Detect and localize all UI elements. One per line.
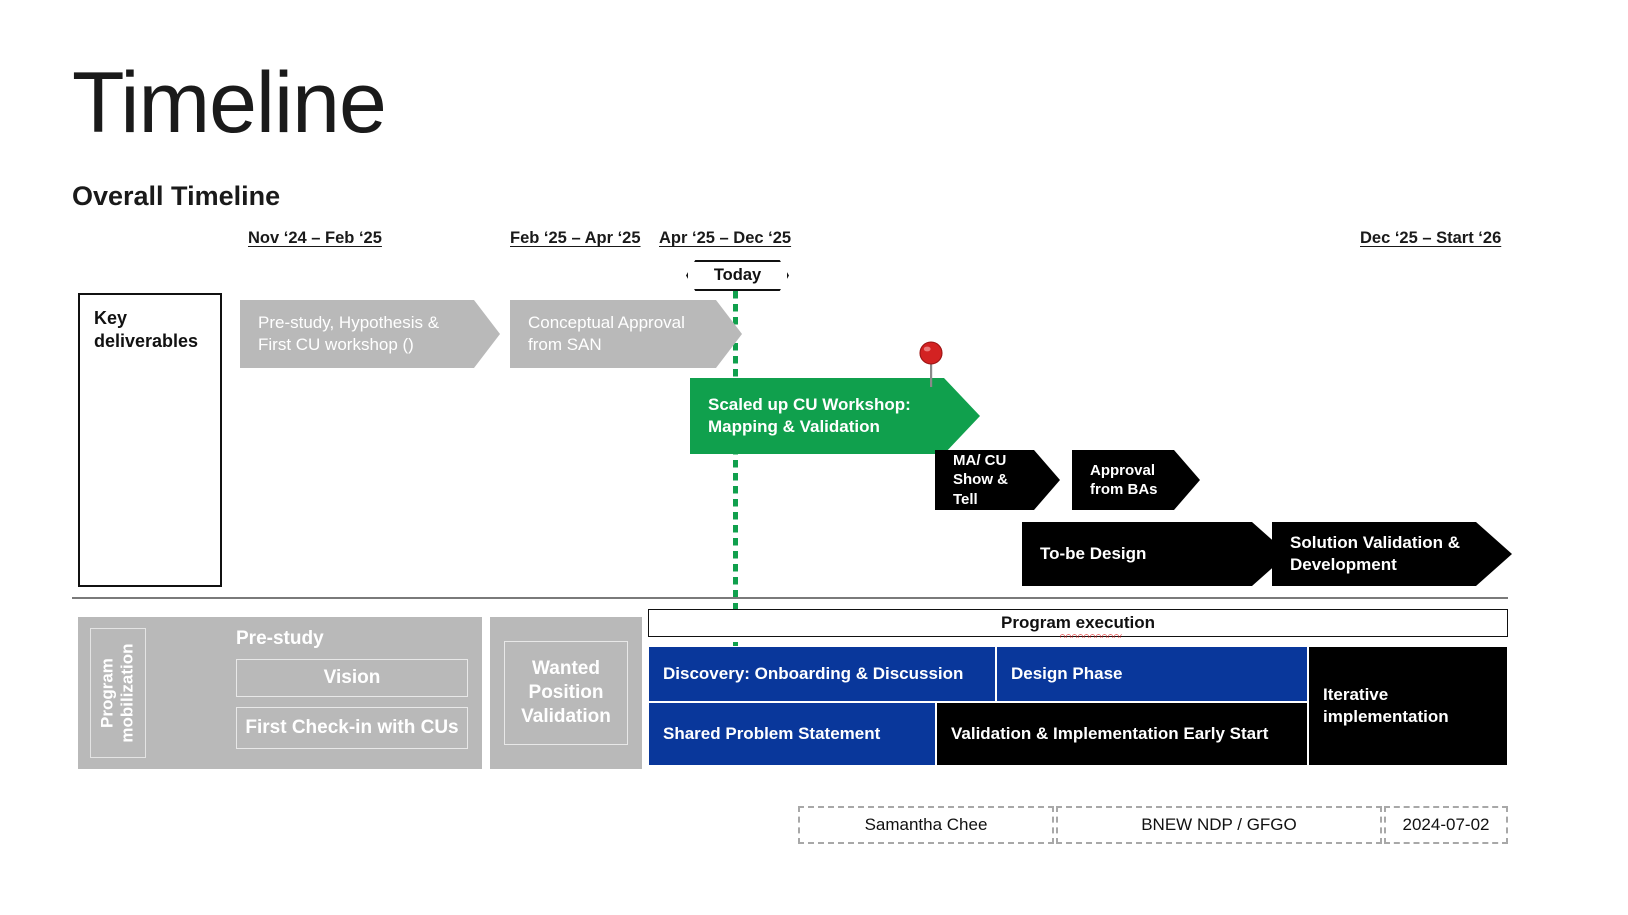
mobilization-line2: mobilization [118, 643, 138, 743]
phase-header-1: Nov ‘24 – Feb ‘25 [248, 229, 382, 247]
wanted-line1: Wanted [532, 657, 600, 679]
milestone-prestudy-line2: First CU workshop () [258, 335, 414, 354]
execution-cell-validation-implementation: Validation & Implementation Early Start [936, 702, 1308, 766]
key-deliverables-box: Key deliverables [78, 293, 222, 587]
milestone-approval-line1: Conceptual Approval [528, 313, 685, 333]
milestone-prestudy-line1: Pre-study, Hypothesis & [258, 313, 440, 333]
today-dotted-line [733, 291, 738, 673]
execution-cell-discovery: Discovery: Onboarding & Discussion [648, 646, 996, 702]
phase-header-3: Apr ‘25 – Dec ‘25 [659, 229, 792, 247]
key-deliverables-line2: deliverables [94, 330, 199, 351]
milestone-solval-line2: Development [1290, 555, 1397, 574]
iterative-line1: Iterative [1323, 684, 1389, 704]
milestone-chevron-tobe-design: To-be Design [1022, 522, 1288, 586]
program-execution-header: Program execution [648, 609, 1508, 638]
wanted-line3: Validation [521, 706, 611, 728]
milestone-chevron-ma-cu-show-tell: MA/ CU Show & Tell [935, 450, 1060, 510]
milestone-approval-line2: from SAN [528, 335, 602, 354]
milestone-solval-line1: Solution Validation & [1290, 533, 1460, 553]
milestone-scaled-line2: Mapping & Validation [708, 417, 880, 436]
key-deliverables-line1: Key [94, 308, 128, 328]
program-execution-label: Program execution [1001, 613, 1155, 632]
milestone-approvba-line1: Approval [1090, 461, 1156, 479]
page-title: Timeline [72, 55, 387, 151]
map-pin-icon [919, 341, 943, 387]
phase-header-4: Dec ‘25 – Start ‘26 [1360, 229, 1502, 247]
today-marker-badge: Today [686, 260, 789, 291]
phase-header-2: Feb ‘25 – Apr ‘25 [510, 229, 641, 247]
milestone-macu-line2: Show & Tell [953, 471, 1008, 508]
today-label: Today [713, 266, 762, 284]
swimlane-prestudy-label: Pre-study [236, 628, 324, 649]
wanted-line2: Position [528, 681, 604, 703]
swimlane-band-wanted-position: Wanted Position Validation [490, 617, 642, 769]
milestone-scaled-line1: Scaled up CU Workshop: [708, 395, 911, 415]
mobilization-line1: Program [97, 658, 117, 728]
execution-cell-shared-problem-statement: Shared Problem Statement [648, 702, 936, 766]
milestone-chevron-prestudy: Pre-study, Hypothesis & First CU worksho… [240, 300, 500, 368]
footer-date-field[interactable]: 2024-07-02 [1384, 806, 1508, 844]
milestone-chevron-solution-validation: Solution Validation & Development [1272, 522, 1512, 586]
milestone-tobe-line1: To-be Design [1040, 544, 1147, 564]
milestone-chevron-approval-from-bas: Approval from BAs [1072, 450, 1200, 510]
milestone-approvba-line2: from BAs [1090, 481, 1158, 498]
spellcheck-squiggle-icon [1059, 632, 1122, 638]
swimlane-band-prestudy: Program mobilization Pre-study Vision Fi… [78, 617, 482, 769]
page-subtitle: Overall Timeline [72, 181, 281, 211]
footer-project-field[interactable]: BNEW NDP / GFGO [1056, 806, 1382, 844]
milestone-chevron-conceptual-approval: Conceptual Approval from SAN [510, 300, 742, 368]
milestone-chevron-scaled-cu-workshop: Scaled up CU Workshop: Mapping & Validat… [690, 378, 980, 454]
swimlane-wanted-position-box: Wanted Position Validation [504, 641, 628, 745]
swimlane-first-checkin-box: First Check-in with CUs [236, 707, 468, 749]
section-divider [72, 597, 1508, 599]
milestone-macu-line1: MA/ CU [953, 452, 1007, 470]
execution-cell-iterative-implementation: Iterative implementation [1308, 646, 1508, 766]
footer-author-field[interactable]: Samantha Chee [798, 806, 1054, 844]
swimlane-program-mobilization: Program mobilization [90, 628, 146, 758]
swimlane-vision-box: Vision [236, 659, 468, 697]
iterative-line2: implementation [1323, 707, 1449, 726]
execution-cell-design-phase: Design Phase [996, 646, 1308, 702]
